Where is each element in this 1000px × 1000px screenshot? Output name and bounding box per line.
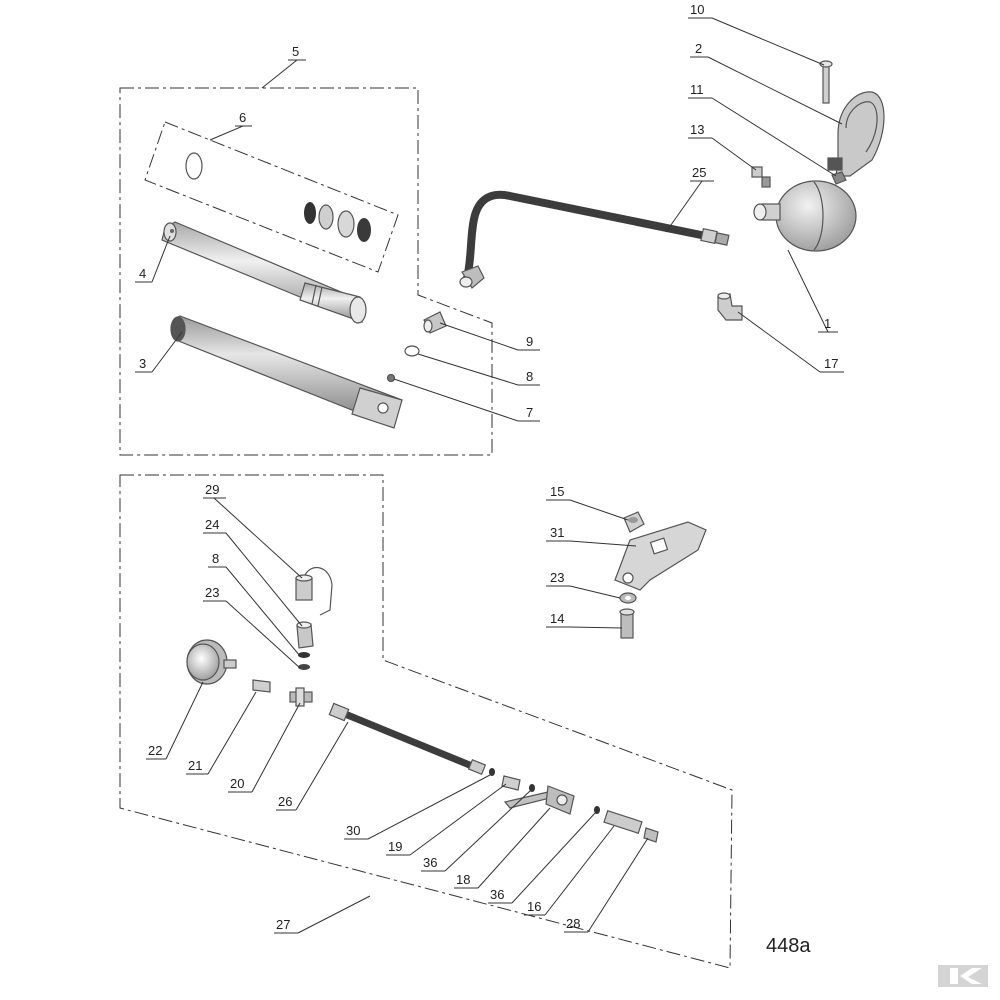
label-5: 5 <box>292 44 299 59</box>
label-11: 11 <box>690 82 704 97</box>
test-coupling-part <box>295 567 333 616</box>
gauge-hose-part <box>328 702 487 776</box>
label-13: 13 <box>690 122 704 137</box>
small-seal-part <box>489 768 495 776</box>
label-24: 24 <box>205 517 219 532</box>
group-5-boundary <box>119 87 493 456</box>
clamp-bracket-part <box>827 91 885 177</box>
seal-ring-part <box>298 652 310 670</box>
seal-kit-part <box>185 152 371 242</box>
label-9: 9 <box>526 334 533 349</box>
elbow-fitting-part <box>717 292 743 321</box>
label-21: 21 <box>188 758 202 773</box>
straight-fitting-part <box>423 311 447 334</box>
label-29: 29 <box>205 482 219 497</box>
label-23b: 23 <box>205 585 219 600</box>
label-7: 7 <box>526 405 533 420</box>
label-31: 31 <box>550 525 564 540</box>
lock-nut-part <box>623 511 645 533</box>
label-15: 15 <box>550 484 564 499</box>
group-6-boundary <box>144 121 399 273</box>
label-26: 26 <box>278 794 292 809</box>
hydraulic-hose-part <box>459 190 730 289</box>
washer-part <box>619 592 637 604</box>
label-2: 2 <box>695 41 702 56</box>
label-10: 10 <box>690 2 704 17</box>
label-16: 16 <box>527 899 541 914</box>
check-valve-part <box>594 806 643 835</box>
label-20: 20 <box>230 776 244 791</box>
pressure-gauge-part <box>186 639 237 685</box>
label-22: 22 <box>148 743 162 758</box>
label-8: 8 <box>526 369 533 384</box>
label-36b: 36 <box>490 887 504 902</box>
label-36a: 36 <box>423 855 437 870</box>
figure-number: 448a <box>766 935 811 957</box>
label-8b: 8 <box>212 551 219 566</box>
bleed-fitting-part <box>751 166 771 188</box>
label-14: 14 <box>550 611 564 626</box>
k-logo-icon <box>938 965 988 987</box>
grease-nipple-part <box>386 373 396 383</box>
nut-part <box>831 171 847 185</box>
piston-rod-part <box>161 221 367 324</box>
mounting-bracket-part <box>614 521 707 591</box>
label-30: 30 <box>346 823 360 838</box>
o-ring-part <box>404 345 420 357</box>
screw-part <box>619 608 635 639</box>
tee-fitting-part <box>289 687 313 707</box>
cylinder-barrel-part <box>170 315 403 429</box>
end-cap-part <box>643 827 659 843</box>
label-17: 17 <box>824 356 838 371</box>
label-3: 3 <box>139 356 146 371</box>
label-23a: 23 <box>550 570 564 585</box>
bolt-part <box>819 60 833 104</box>
label-6: 6 <box>239 110 246 125</box>
group-27-boundary <box>119 474 733 969</box>
label-18: 18 <box>456 872 470 887</box>
label-4: 4 <box>139 266 146 281</box>
nipple-fitting-part <box>501 775 521 791</box>
label-1: 1 <box>824 316 831 331</box>
label-27: 27 <box>276 917 290 932</box>
adapter-fitting-part <box>296 621 314 649</box>
label-19: 19 <box>388 839 402 854</box>
reducer-fitting-part <box>252 679 271 693</box>
label-25: 25 <box>692 165 706 180</box>
accumulator-sphere-part <box>753 180 857 252</box>
label-28: 28 <box>566 916 580 931</box>
